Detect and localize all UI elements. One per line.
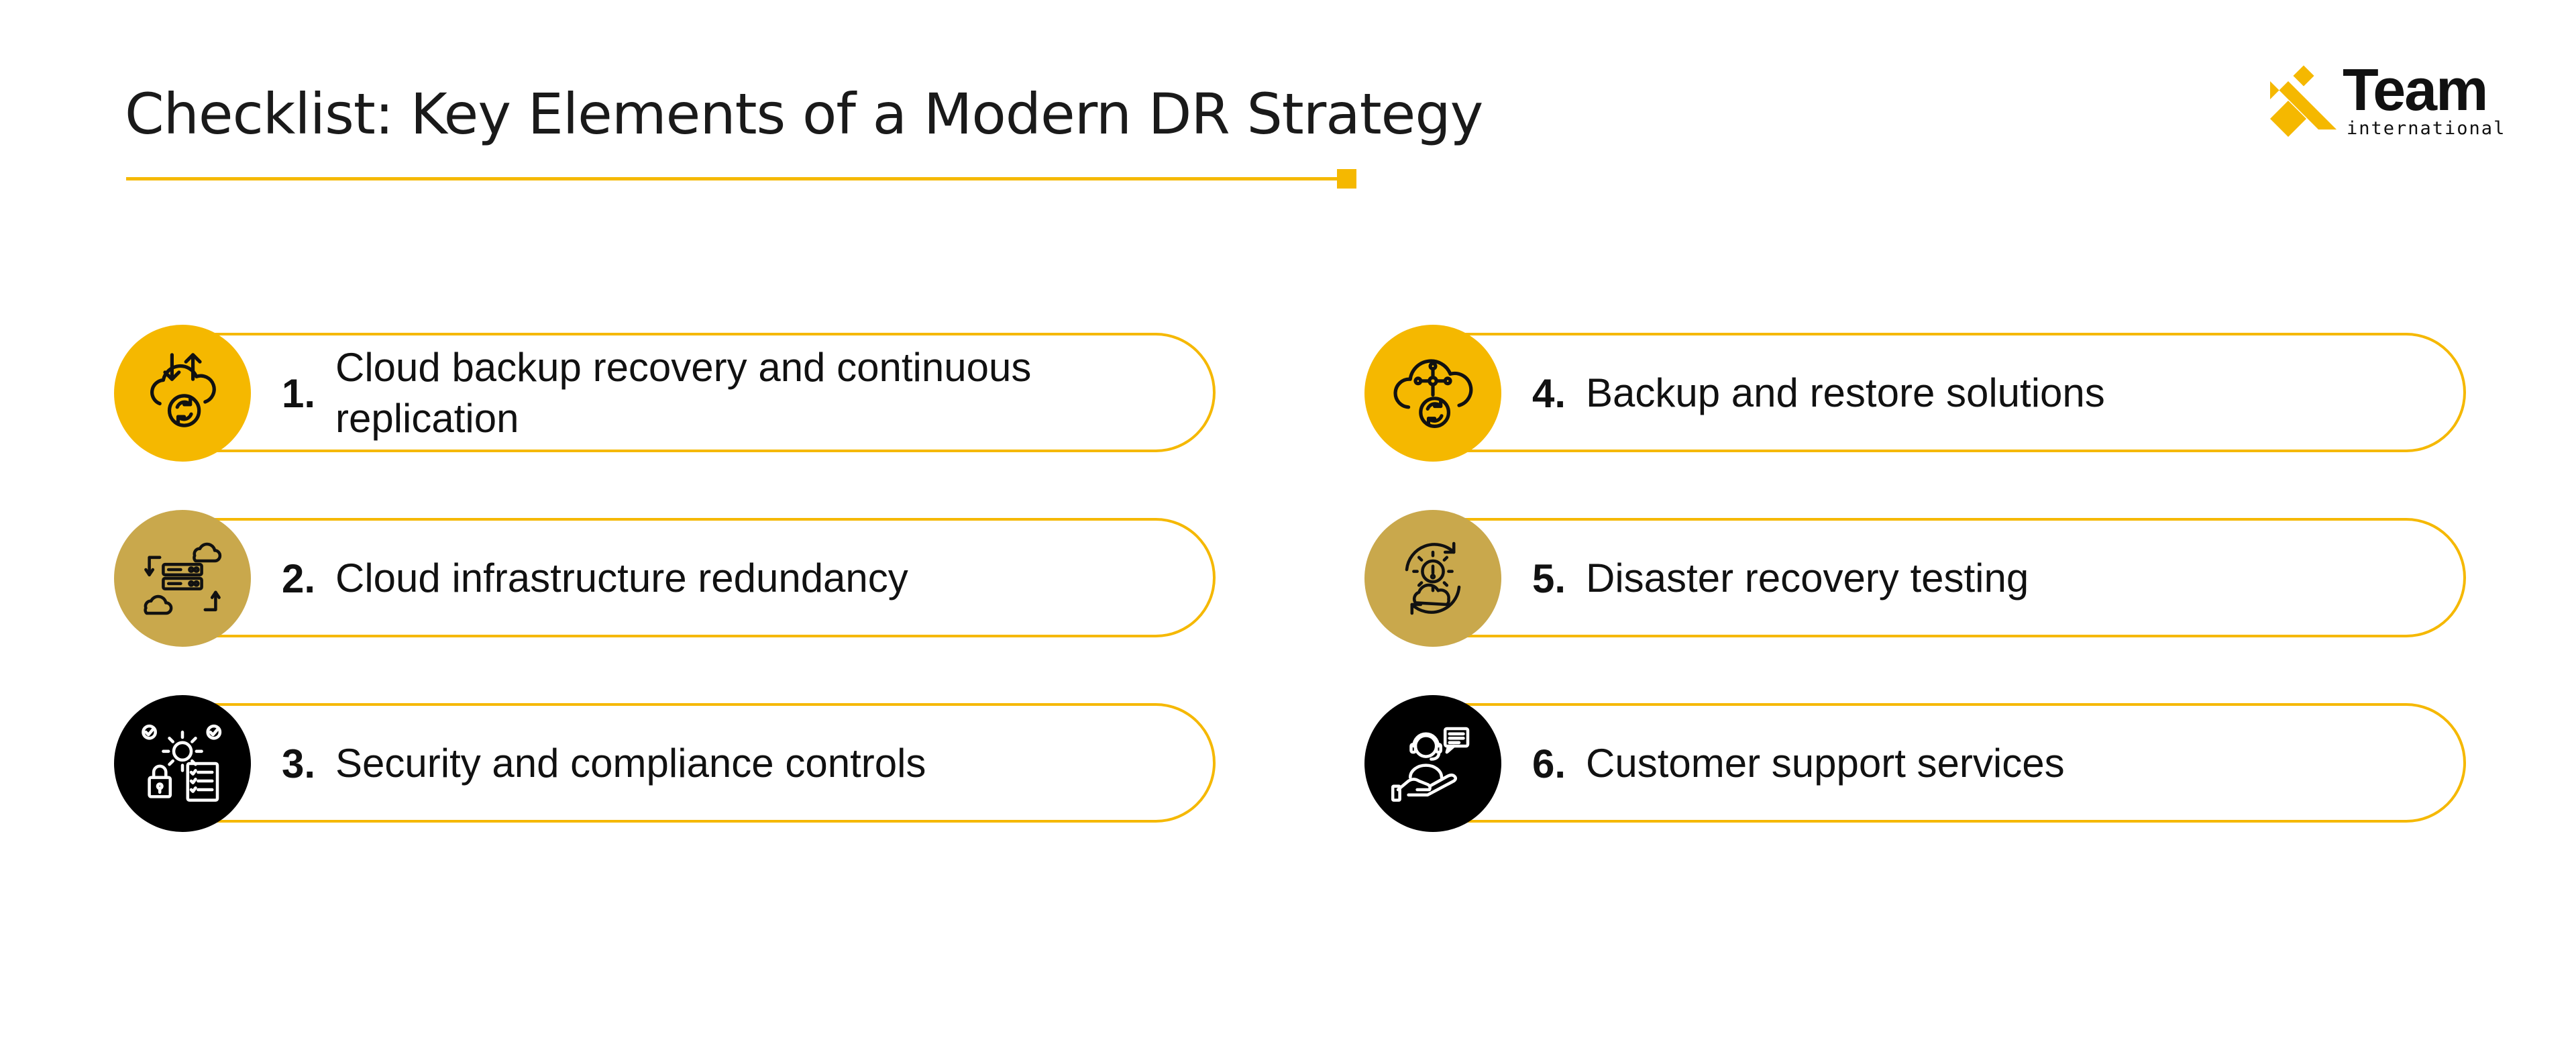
logo-wordmark: Team [2343, 56, 2488, 123]
item-label: Cloud backup recovery and continuous rep… [335, 345, 1032, 441]
item-pill-outline [215, 518, 1216, 637]
item-icon-badge [1364, 325, 1501, 462]
item-number: 5. [1532, 556, 1566, 601]
item-number: 6. [1532, 741, 1566, 786]
checklist-item-1: 1. Cloud backup recovery and continuous … [114, 325, 1220, 462]
item-icon-badge [114, 325, 251, 462]
item-icon-badge [1364, 510, 1501, 647]
customer-support-icon [1391, 727, 1470, 802]
checklist-item-3: 3. Security and compliance controls [114, 695, 1220, 832]
item-number: 2. [282, 556, 316, 601]
item-icon-badge [114, 695, 251, 832]
checklist-item-2: 2. Cloud infrastructure redundancy [114, 510, 1220, 647]
page-title: Checklist: Key Elements of a Modern DR S… [125, 81, 1483, 147]
item-number: 4. [1532, 370, 1566, 416]
item-label: Security and compliance controls [335, 741, 926, 786]
item-number: 1. [282, 370, 316, 416]
team-international-logo: Team international [2266, 56, 2504, 142]
item-pill-outline [215, 703, 1216, 823]
checklist-item-6: 6. Customer support services [1364, 695, 2470, 832]
cloud-sync-icon [150, 353, 216, 427]
checklist-item-5: 5. Disaster recovery testing [1364, 510, 2470, 647]
item-icon-badge [1364, 695, 1501, 832]
item-label: Customer support services [1586, 741, 2065, 786]
item-label: Cloud infrastructure redundancy [335, 556, 908, 600]
checklist-item-4: 4. Backup and restore solutions [1364, 325, 2470, 462]
title-underline [126, 177, 1352, 180]
logo-mark-icon [2270, 65, 2337, 137]
item-number: 3. [282, 741, 316, 786]
logo-subtitle: international [2347, 118, 2506, 139]
item-pill-outline [1465, 333, 2466, 452]
title-underline-marker [1337, 169, 1356, 189]
item-label: Disaster recovery testing [1586, 556, 2029, 600]
server-cloud-icon [144, 542, 222, 615]
security-compliance-icon [142, 724, 222, 802]
gear-cycle-icon [1405, 541, 1461, 615]
item-pill-outline [1465, 518, 2466, 637]
item-pill-outline [1465, 703, 2466, 823]
cloud-network-icon [1393, 359, 1473, 428]
item-label: Backup and restore solutions [1586, 370, 2105, 415]
item-icon-badge [114, 510, 251, 647]
item-pill-outline [215, 333, 1216, 452]
